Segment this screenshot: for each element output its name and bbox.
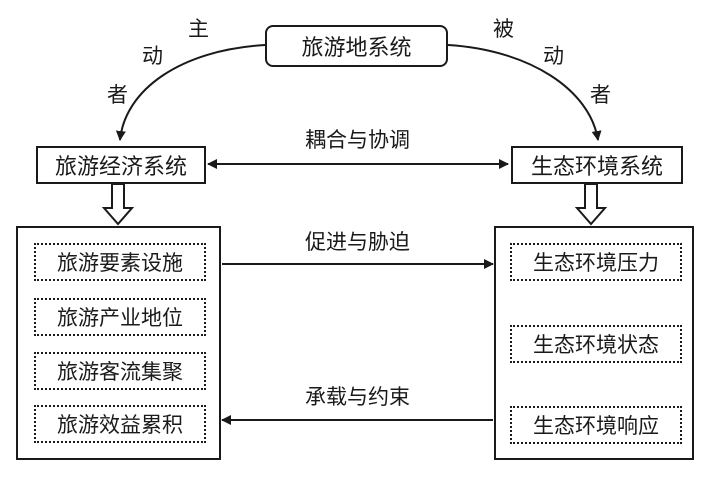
left-item-1: 旅游要素设施	[34, 243, 206, 281]
tourism-economy-panel	[16, 226, 221, 460]
arc-left-char-3: 者	[107, 83, 128, 107]
arc-right-char-1: 被	[493, 17, 514, 41]
right-item-1: 生态环境压力	[510, 243, 682, 281]
promote-label: 促进与胁迫	[305, 230, 410, 254]
right-node-label: 生态环境系统	[530, 155, 663, 180]
left-item-2: 旅游产业地位	[34, 298, 206, 336]
right-item-2: 生态环境状态	[510, 325, 682, 363]
carry-label: 承载与约束	[305, 385, 410, 409]
right-item-3: 生态环境响应	[510, 406, 682, 444]
coupling-label: 耦合与协调	[305, 128, 410, 152]
arc-right-char-2: 动	[543, 44, 564, 68]
top-node-label: 旅游地系统	[301, 36, 412, 61]
left-item-4: 旅游效益累积	[34, 405, 206, 443]
active-arc-left	[115, 44, 266, 141]
arc-left-char-1: 主	[188, 17, 209, 41]
arc-left-char-2: 动	[142, 44, 163, 68]
eco-environment-panel	[494, 226, 694, 460]
passive-arc-right	[447, 44, 602, 141]
arc-right-char-3: 者	[590, 83, 611, 107]
hollow-arrow-left	[101, 183, 135, 226]
left-item-3: 旅游客流集聚	[34, 352, 206, 390]
tourism-economy-system-node: 旅游经济系统	[36, 146, 206, 184]
hollow-arrow-right	[574, 183, 608, 226]
eco-environment-system-node: 生态环境系统	[511, 146, 683, 184]
left-node-label: 旅游经济系统	[54, 155, 187, 180]
tourism-destination-system-node: 旅游地系统	[265, 25, 448, 67]
